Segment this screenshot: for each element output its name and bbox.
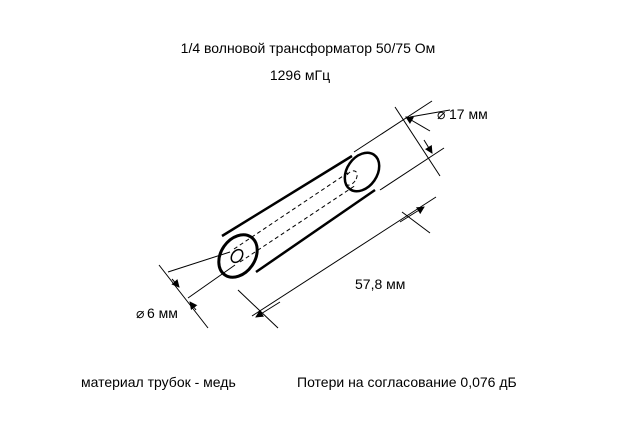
material-note: материал трубок - медь [81,374,236,390]
length-dimension [237,196,437,329]
diagram-title: 1/4 волновой трансформатор 50/75 Ом [181,40,436,56]
inner-conductor [233,170,358,263]
outer-tube [217,151,381,279]
inner-diameter-label: 6 мм [147,305,178,321]
outer-tube-far-end [343,151,381,193]
outer-diameter-dimension [353,100,451,191]
frequency-label: 1296 мГц [270,67,330,83]
inner-diameter-symbol: ⌀ [136,305,144,321]
outer-diameter-label: 17 мм [449,106,488,122]
inner-conductor-end [230,248,244,264]
outer-diameter-symbol: ⌀ [437,106,445,122]
loss-note: Потери на согласование 0,076 дБ [297,374,517,390]
length-label: 57,8 мм [355,276,405,292]
inner-diameter-dimension [158,251,236,329]
